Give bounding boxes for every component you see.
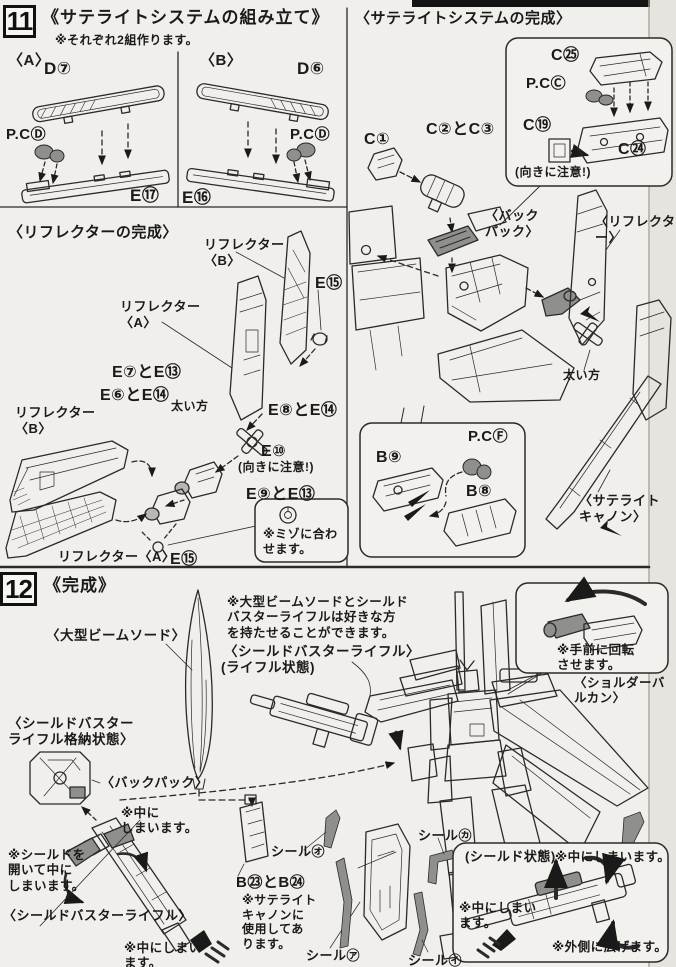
rifle-label: 〈シールドバスターライフル〉: [224, 644, 420, 659]
rifle-state-label: (ライフル状態): [221, 660, 315, 675]
rifle-label-stored: 〈シールドバスターライフル〉: [3, 908, 193, 923]
part-label-pc-c: P.CⒸ: [526, 75, 567, 92]
open-shield-note: ※シールドを 開いて中に しまいます。: [8, 848, 86, 893]
part-label-pc-d-b: P.CⒹ: [290, 126, 331, 143]
seal-ka-label: シール㋕: [418, 828, 473, 843]
satellite-assembly-drawing: [348, 147, 672, 536]
part-label-pc-d-a: P.CⒹ: [6, 126, 47, 143]
part-label-e7-e13: E⑦とE⑬: [112, 364, 182, 381]
reflector-a-lower-label: リフレクター〈A〉: [58, 549, 176, 564]
part-label-b23-b24: B㉓とB㉔: [236, 874, 306, 891]
weapon-choice-note: ※大型ビームソードとシールド バスターライフルは好きな方 を持たせることができま…: [227, 595, 409, 640]
cannon-grip-note-box: [359, 405, 526, 558]
part-label-e16: E⑯: [182, 188, 212, 207]
part-label-d7: D⑦: [44, 59, 72, 78]
step-number-12: 12: [0, 572, 37, 606]
panel-a-assembly-drawing: [21, 85, 170, 204]
shield-state-title: (シールド状態): [465, 849, 556, 864]
step11-title: 《サテライトシステムの組み立て》: [42, 8, 330, 27]
reflector-label-s11: 〈リフレクター〉: [595, 214, 676, 245]
panel-b-label: 〈B〉: [200, 52, 243, 69]
reflector-a-upper-label: リフレクター 〈A〉: [120, 299, 201, 330]
part-label-e9-e13: E⑨とE⑬: [246, 486, 316, 503]
cannon-usage-note: ※サテライト キャノンに 使用してあ ります。: [242, 893, 317, 951]
part-label-e10: E⑩: [261, 443, 287, 460]
part-label-e17: E⑰: [130, 186, 160, 205]
orientation-note-e10: (向きに注意!): [238, 460, 314, 474]
vulcan-rotate-note: ※手前に回転 させます。: [557, 643, 635, 673]
completed-model-drawing: [29, 589, 649, 964]
panel-a-label: 〈A〉: [8, 52, 51, 69]
part-label-e8-e14: E⑧とE⑭: [268, 402, 338, 419]
part-label-c1: C①: [364, 131, 391, 148]
shield-state-note-box: [452, 842, 669, 963]
store-inside-note-1: ※中に しまいます。: [121, 806, 198, 836]
part-label-c19: C⑲: [523, 117, 552, 134]
reflector-assembly-drawing: [5, 230, 328, 559]
part-label-c2-c3: C②とC③: [426, 121, 495, 138]
shield-state-note-2: ※中にしまい ます。: [459, 901, 537, 931]
seal-a-label: シール㋐: [306, 948, 361, 963]
orientation-note-c: (向きに注意!): [515, 165, 591, 179]
backpack-label-s11: 〈バック パック〉: [485, 208, 540, 239]
shield-state-note-3: ※外側に広げます。: [552, 940, 668, 954]
part-label-e6-e14: E⑥とE⑭: [100, 387, 170, 404]
reflector-section-title: 〈リフレクターの完成〉: [8, 224, 178, 241]
shield-state-note-1: ※中にしまいます。: [555, 850, 671, 864]
seal-o-label: シール㋔: [271, 844, 326, 859]
part-label-c24: C㉔: [618, 141, 647, 158]
part-label-b9: B⑨: [376, 449, 403, 466]
part-label-b8: B⑧: [466, 483, 493, 500]
beam-sword-label: 〈大型ビームソード〉: [46, 628, 186, 643]
groove-note-box: [254, 498, 349, 563]
panel-b-assembly-drawing: [186, 83, 335, 202]
step-number-11: 11: [3, 5, 36, 38]
scan-edge-strip: [412, 0, 676, 7]
reflector-b-upper-label: リフレクター 〈B〉: [204, 237, 285, 268]
backpack-label-s12: 〈バックパック〉: [101, 775, 209, 790]
shoulder-vulcan-label: 〈ショルダーバルカン〉: [574, 676, 665, 706]
thick-side-note-right: 太い方: [563, 368, 601, 382]
part-label-e15-lower: E⑮: [170, 551, 198, 568]
reflector-b-lower-label: リフレクター 〈B〉: [15, 405, 96, 436]
part-label-pc-f: P.CⒻ: [468, 428, 509, 445]
part-label-d6: D⑥: [297, 59, 325, 78]
satellite-cannon-label: 〈サテライト キャノン〉: [579, 493, 661, 524]
satellite-arm-note-box: [499, 37, 673, 226]
groove-note: ※ミゾに合わ せます。: [263, 527, 338, 556]
thick-side-note-left: 太い方: [171, 399, 209, 413]
step11-note: ※それぞれ2組作ります。: [55, 33, 199, 47]
satellite-section-title: 〈サテライトシステムの完成〉: [355, 10, 572, 27]
part-label-c25: C㉕: [551, 47, 580, 64]
seal-i-label: シール㋑: [408, 953, 463, 967]
stored-rifle-title: 〈シールドバスター ライフル格納状態〉: [8, 716, 134, 748]
step12-title: 《完成》: [44, 576, 116, 595]
part-label-e15-upper: E⑮: [315, 275, 343, 292]
store-inside-note-2: ※中にしまい ます。: [124, 941, 202, 967]
shoulder-vulcan-note-box: [507, 576, 669, 695]
